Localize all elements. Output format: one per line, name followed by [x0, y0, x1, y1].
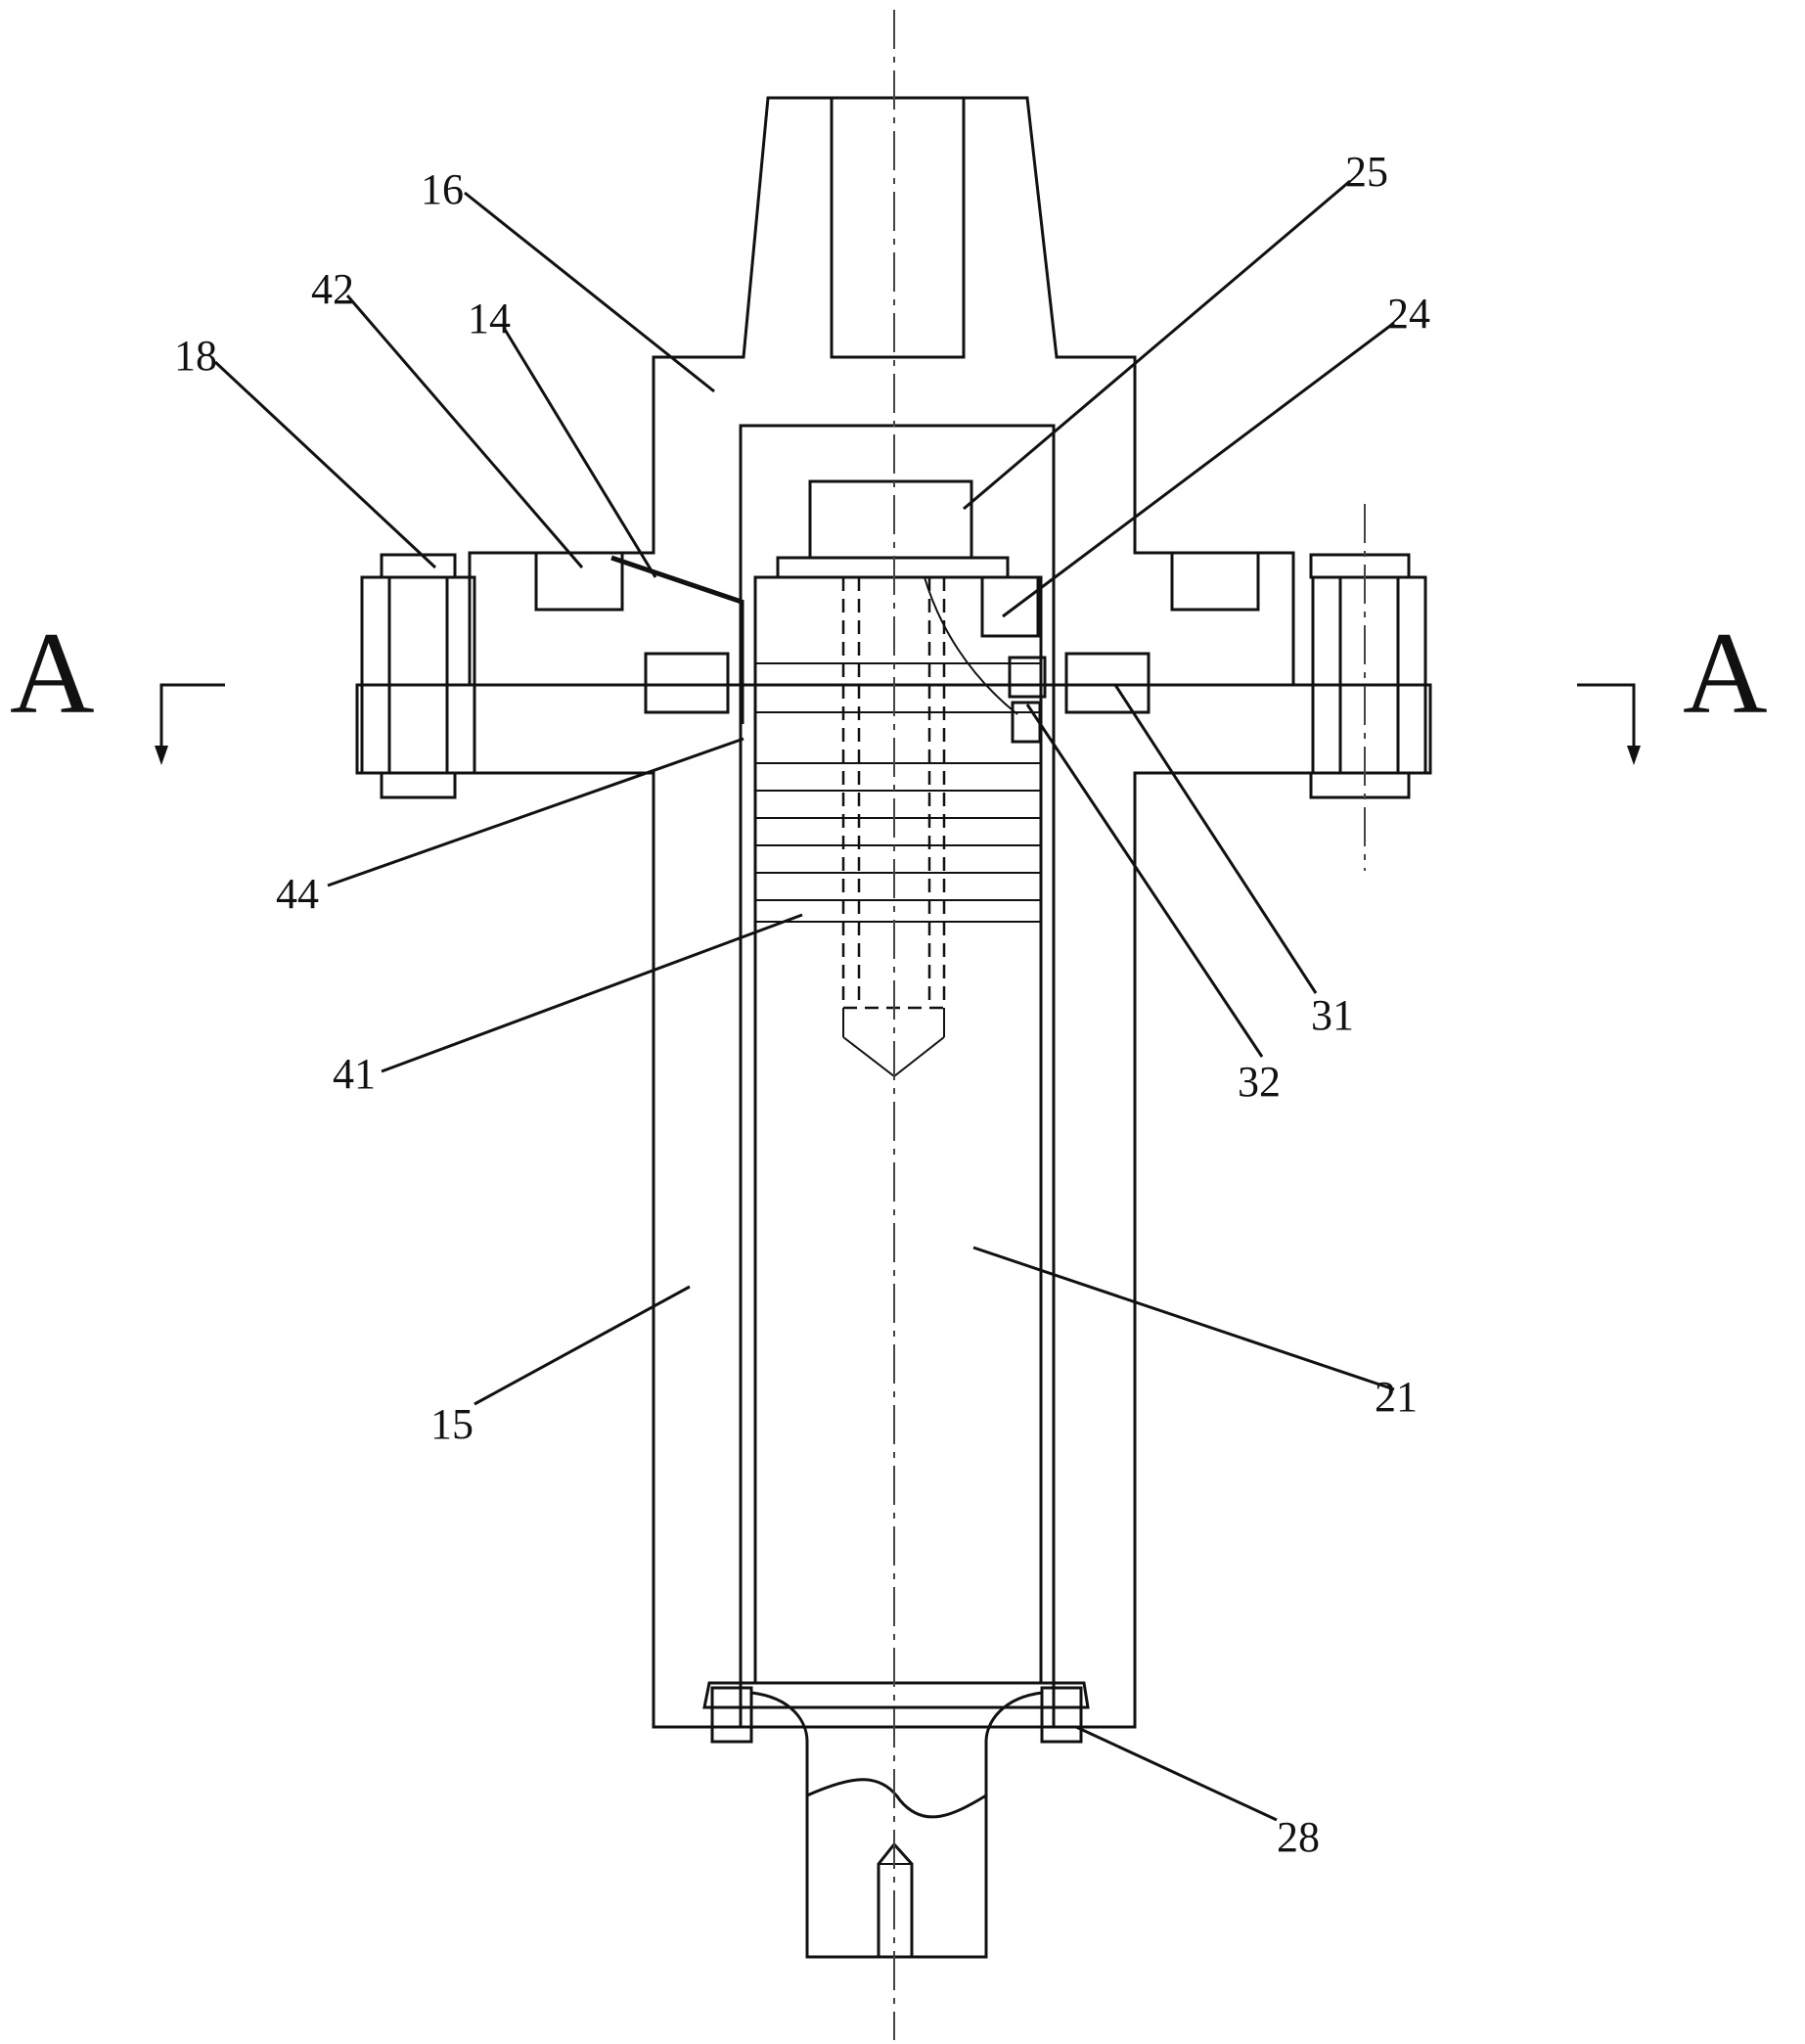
label-28: 28 [1277, 1813, 1320, 1861]
label-14: 14 [468, 295, 511, 342]
upper-housing [470, 98, 1293, 685]
label-25: 25 [1345, 148, 1388, 196]
label-18: 18 [174, 332, 217, 380]
seal-31-right [1066, 654, 1149, 712]
label-42: 42 [311, 265, 354, 313]
label-16: 16 [421, 165, 464, 213]
wire-14 [611, 558, 742, 724]
label-31: 31 [1311, 991, 1354, 1039]
label-44: 44 [276, 870, 319, 918]
label-15: 15 [430, 1400, 474, 1448]
label-24: 24 [1387, 290, 1430, 338]
lower-housing [357, 685, 1430, 1727]
bolt-right [1311, 504, 1425, 871]
bolt-left [362, 555, 474, 797]
section-marker-left: A [10, 608, 225, 765]
seal-24 [982, 577, 1038, 636]
svg-text:A: A [10, 608, 95, 738]
part-labels: 16 25 42 14 24 18 44 41 31 32 21 15 28 [174, 148, 1430, 1861]
section-marker-right: A [1577, 608, 1768, 765]
svg-text:A: A [1683, 608, 1768, 738]
bottom-cap [704, 1683, 1088, 1957]
label-32: 32 [1238, 1058, 1281, 1106]
label-21: 21 [1375, 1373, 1418, 1421]
seal-31-left [646, 654, 728, 712]
label-41: 41 [333, 1050, 376, 1098]
piston [755, 481, 1041, 1683]
